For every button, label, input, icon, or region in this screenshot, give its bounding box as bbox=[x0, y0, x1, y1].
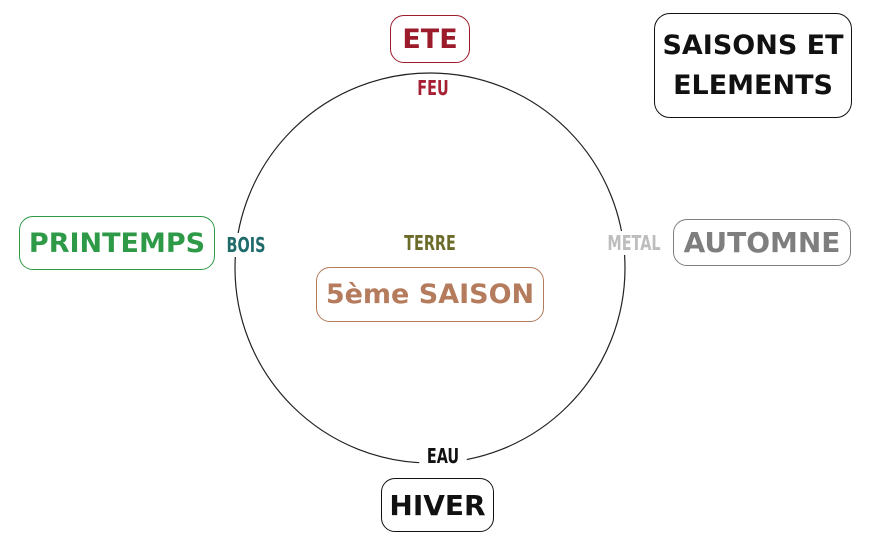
element-terre-label: TERRE bbox=[395, 231, 465, 255]
title-line-1: SAISONS ET bbox=[662, 29, 844, 61]
season-5eme-box: 5ème SAISON bbox=[316, 267, 544, 322]
element-feu-label: FEU bbox=[409, 76, 457, 100]
season-ete-label: ETE bbox=[402, 23, 458, 55]
season-5eme-label: 5ème SAISON bbox=[325, 279, 535, 310]
season-printemps-label: PRINTEMPS bbox=[28, 227, 206, 259]
element-eau-label: EAU bbox=[419, 444, 467, 468]
season-ete-box: ETE bbox=[390, 15, 470, 63]
season-automne-box: AUTOMNE bbox=[673, 219, 851, 266]
season-printemps-box: PRINTEMPS bbox=[19, 216, 215, 270]
title-line-2: ELEMENTS bbox=[673, 69, 833, 101]
element-metal-label: METAL bbox=[600, 231, 668, 255]
season-automne-label: AUTOMNE bbox=[683, 226, 841, 259]
season-hiver-box: HIVER bbox=[381, 478, 494, 532]
element-bois-label: BOIS bbox=[222, 233, 270, 257]
season-hiver-label: HIVER bbox=[389, 488, 486, 522]
title-box: SAISONS ET ELEMENTS bbox=[654, 13, 852, 118]
